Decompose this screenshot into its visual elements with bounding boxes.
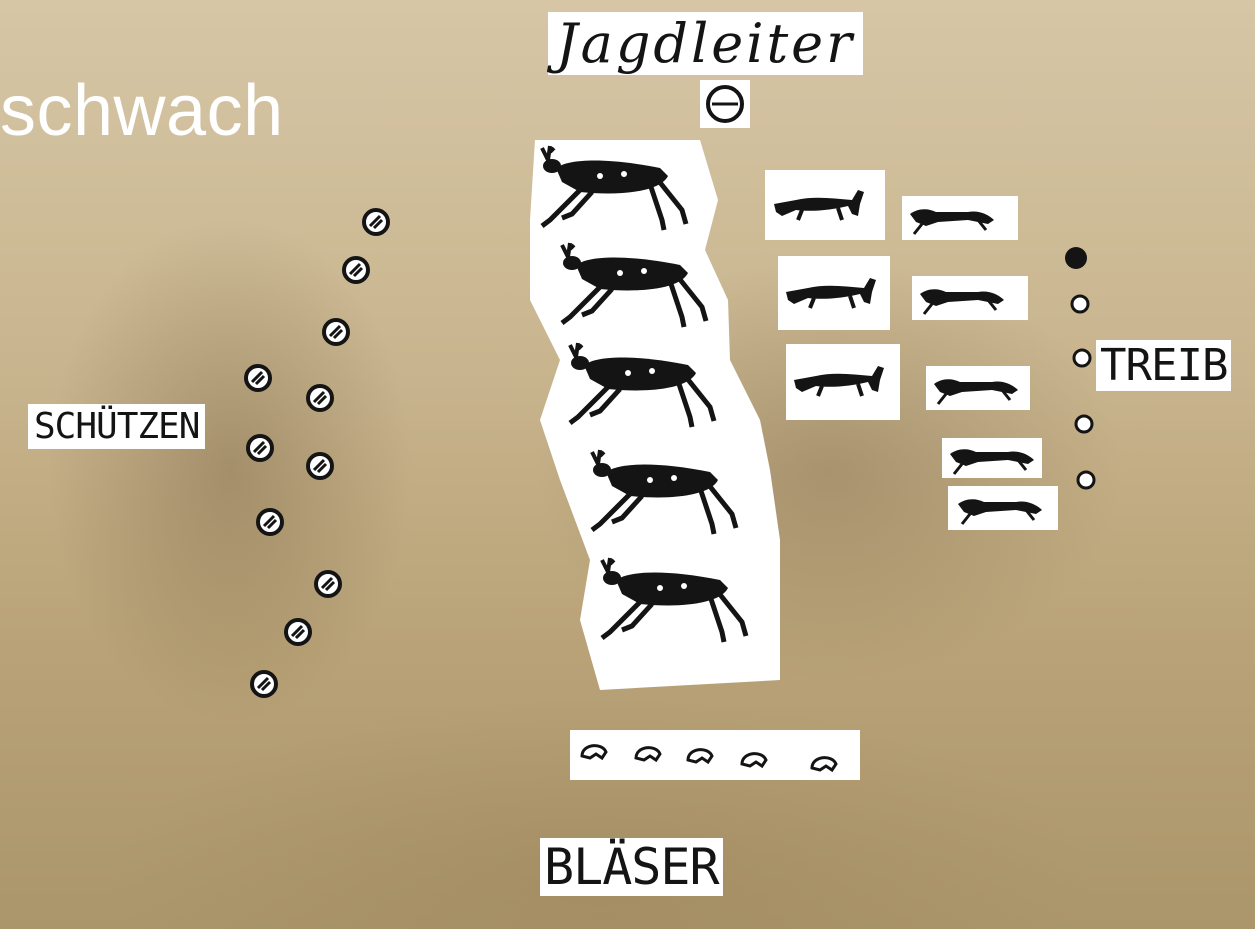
- shooter-markers: [246, 210, 388, 696]
- shooter-marker: [308, 454, 332, 478]
- driver-marker: [1078, 472, 1094, 488]
- horn-blower-markers: [570, 730, 860, 780]
- deer-paper: [530, 140, 780, 690]
- shooter-marker: [324, 320, 348, 344]
- shooter-marker: [364, 210, 388, 234]
- driver-marker: [1072, 296, 1088, 312]
- driver-markers: [1065, 247, 1094, 488]
- shooter-marker: [308, 386, 332, 410]
- horn-blower-marker: [636, 748, 660, 760]
- horn-blower-marker: [812, 758, 836, 770]
- hound-pack: [765, 170, 1058, 530]
- shooter-marker: [248, 436, 272, 460]
- driver-marker: [1074, 350, 1090, 366]
- shooter-marker: [252, 672, 276, 696]
- shooter-marker: [258, 510, 282, 534]
- horn-blower-marker: [742, 754, 766, 766]
- horn-blower-marker: [688, 750, 712, 762]
- horn-blower-marker: [582, 746, 606, 758]
- leader-marker: [700, 80, 750, 128]
- driver-marker: [1076, 416, 1092, 432]
- shooter-marker: [316, 572, 340, 596]
- shooter-marker: [344, 258, 368, 282]
- shooter-marker: [286, 620, 310, 644]
- shooter-marker: [246, 366, 270, 390]
